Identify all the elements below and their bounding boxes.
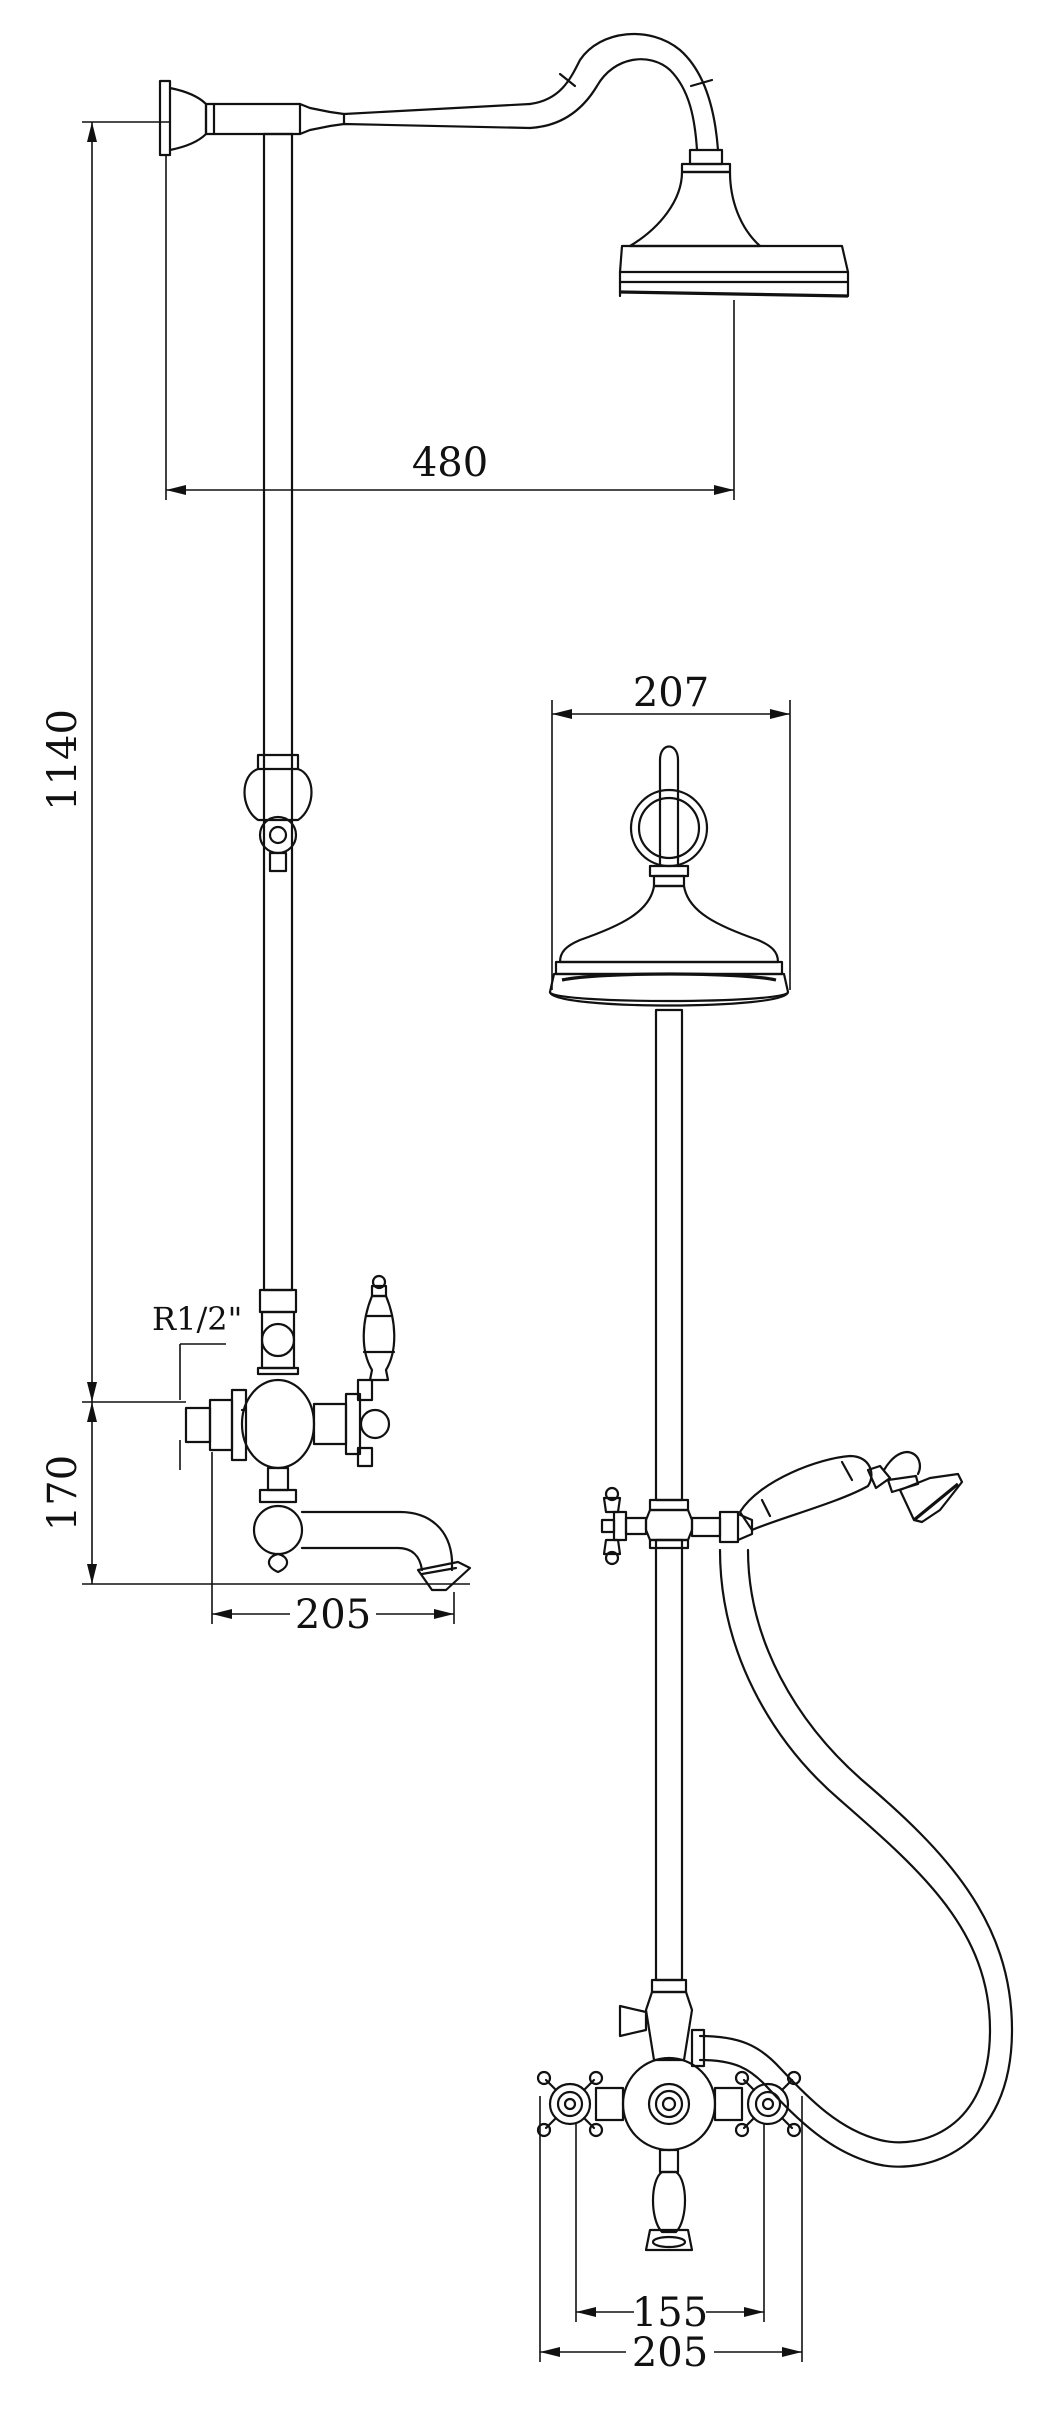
dim-overall-height: 1140 — [40, 121, 186, 1403]
riser-front — [654, 1008, 684, 1982]
dim-inlet-height: 170 — [40, 1402, 470, 1585]
dim-right-width: 205 — [539, 2096, 803, 2376]
dim-205-left-label: 205 — [295, 1592, 371, 1638]
dim-inlet-thread: R1/2" — [152, 1300, 242, 1470]
shower-head-front — [548, 874, 790, 1007]
valve-body-side — [184, 1274, 396, 1470]
dim-155-label: 155 — [632, 2290, 708, 2336]
dim-170-label: 170 — [40, 1455, 86, 1531]
shower-arm — [212, 32, 720, 152]
dim-1140-label: 1140 — [40, 709, 86, 811]
thread-label: R1/2" — [152, 1300, 242, 1338]
dim-207-label: 207 — [633, 670, 709, 716]
slider-front — [600, 1486, 754, 1566]
dim-480-label: 480 — [412, 440, 488, 486]
dim-head-projection: 480 — [165, 156, 735, 500]
front-view: 207 155 205 — [536, 670, 1014, 2376]
hose — [698, 1548, 1014, 2168]
wall-flange — [158, 79, 216, 157]
riser-slider — [243, 753, 313, 873]
riser-rail — [258, 132, 298, 1314]
dim-left-width: 205 — [211, 1452, 455, 1638]
dim-head-diameter: 207 — [551, 670, 791, 990]
side-view: 480 1140 R1/2" 170 — [40, 32, 850, 1638]
dim-inlet-centres: 155 — [575, 2124, 765, 2336]
bar-valve-front — [536, 1978, 802, 2252]
dim-205-right-label: 205 — [632, 2330, 708, 2376]
arm-front — [629, 745, 709, 878]
shower-head-side — [618, 148, 850, 298]
tub-spout — [252, 1466, 472, 1592]
hand-shower — [738, 1450, 964, 1532]
